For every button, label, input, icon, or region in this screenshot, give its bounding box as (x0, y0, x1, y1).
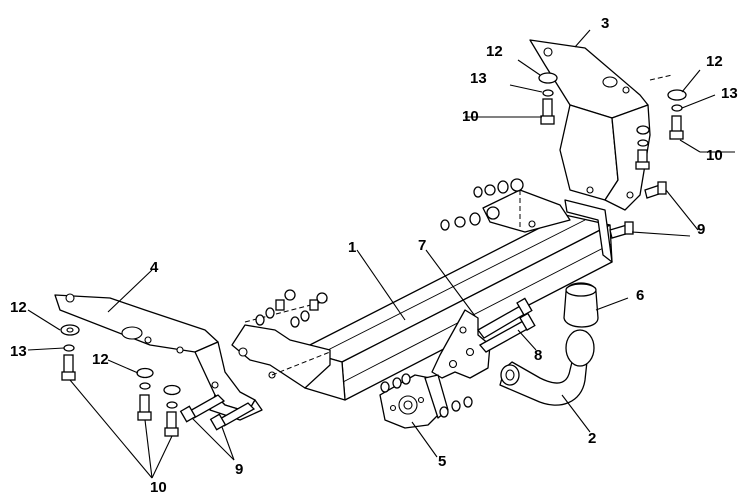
left-end-plate (231, 299, 331, 389)
callout-10-top-right: 10 (706, 147, 723, 164)
right-bracket-fasteners (538, 72, 687, 239)
left-bracket-fasteners (60, 324, 181, 437)
callout-9-left: 9 (235, 461, 243, 478)
callout-12-top-left: 12 (486, 43, 503, 60)
callout-5: 5 (438, 453, 446, 470)
left-side-bracket (54, 293, 263, 421)
callout-12-left-outer: 12 (10, 299, 27, 316)
callout-10-bottom-left: 10 (150, 479, 167, 494)
left-end-bolts (179, 394, 256, 431)
callout-6: 6 (636, 287, 644, 304)
callout-12-top-right: 12 (706, 53, 723, 70)
callout-labels: 1 2 3 4 5 6 7 8 9 9 10 10 10 12 12 12 12… (10, 15, 738, 494)
callout-2: 2 (588, 430, 596, 447)
callout-12-left-inner: 12 (92, 351, 109, 368)
callout-13-left: 13 (10, 343, 27, 360)
callout-10-top-left: 10 (462, 108, 479, 125)
callout-13-top-left: 13 (470, 70, 487, 87)
callout-7: 7 (418, 237, 426, 254)
callout-1: 1 (348, 239, 356, 256)
ball-cap (563, 282, 599, 328)
ball-mount-plate (431, 309, 491, 379)
callout-3: 3 (601, 15, 609, 32)
left-end-nuts (255, 289, 328, 328)
tow-ball-neck (499, 329, 595, 406)
right-end-nuts (440, 178, 524, 231)
socket-fasteners (380, 373, 473, 418)
callout-4: 4 (150, 259, 159, 276)
leader-lines (27, 29, 735, 479)
callout-13-top-right: 13 (721, 85, 738, 102)
socket-plate (379, 374, 449, 429)
mount-bolts (477, 297, 536, 353)
callout-8: 8 (534, 347, 542, 364)
right-side-bracket (529, 39, 673, 211)
callout-9-right: 9 (697, 221, 705, 238)
